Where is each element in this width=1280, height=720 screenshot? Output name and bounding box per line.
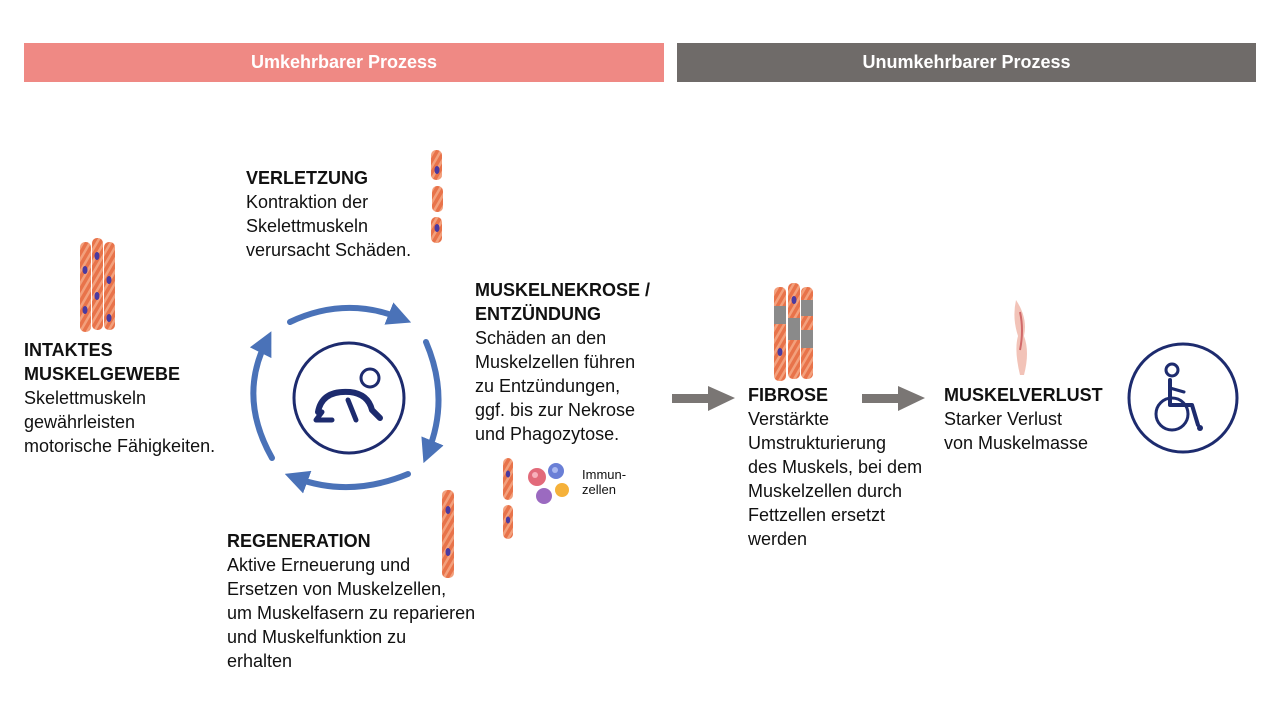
regeneration-body-line-4: und Muskelfunktion zu: [227, 627, 407, 647]
fibrosis-body-line-6: werden: [748, 529, 808, 549]
irreversible-process-banner: Unumkehrbarer Prozess: [677, 43, 1256, 82]
regeneration-cycle-arrows: [249, 302, 444, 494]
wheelchair-user-icon: [1127, 342, 1239, 454]
necrosis-body-line-1: Schäden an den: [475, 328, 607, 348]
muscle-loss-body-line-2: von Muskelmasse: [944, 433, 1089, 453]
fibrosis-body-line-1: Verstärkte: [748, 409, 830, 429]
intact-title-line-2: MUSKELGEWEBE: [24, 364, 181, 384]
necrosis-body-line-5: und Phagozytose.: [475, 424, 620, 444]
fibrosis-body-line-3: des Muskels, bei dem: [748, 457, 923, 477]
intact-body-line-3: motorische Fähigkeiten.: [24, 436, 216, 456]
injury-body-line-2: Skelettmuskeln: [246, 216, 369, 236]
fibrotic-muscle-fiber-icon: [774, 283, 813, 381]
intact-body-line-2: gewährleisten: [24, 412, 136, 432]
muscle-loss-body-line-1: Starker Verlust: [944, 409, 1063, 429]
fibrosis-body-line-2: Umstrukturierung: [748, 433, 887, 453]
regeneration-body-line-3: um Muskelfasern zu reparieren: [227, 603, 476, 623]
atrophied-leg-icon: [1014, 300, 1027, 375]
crawling-baby-icon: [292, 341, 406, 455]
necrosis-text: MUSKELNEKROSE / ENTZÜNDUNG Schäden an de…: [475, 278, 650, 446]
reversible-process-banner: Umkehrbarer Prozess: [24, 43, 664, 82]
fibrosis-title: FIBROSE: [748, 385, 829, 405]
fibrosis-body-line-5: Fettzellen ersetzt: [748, 505, 886, 525]
necrosis-body-line-2: Muskelzellen führen: [475, 352, 636, 372]
intact-title-line-1: INTAKTES: [24, 340, 113, 360]
necrosis-body-line-3: zu Entzündungen,: [475, 376, 621, 396]
regenerating-muscle-fiber-icon: [442, 490, 454, 578]
intact-muscle-text: INTAKTES MUSKELGEWEBE Skelettmuskeln gew…: [24, 338, 215, 458]
regeneration-body-line-5: erhalten: [227, 651, 293, 671]
injury-body-line-1: Kontraktion der: [246, 192, 369, 212]
process-arrow-to-muscle-loss: [862, 386, 925, 411]
immune-cells-icon: [528, 463, 569, 504]
muscle-loss-title: MUSKELVERLUST: [944, 385, 1103, 405]
regeneration-title: REGENERATION: [227, 531, 371, 551]
necrosis-title-line-1: MUSKELNEKROSE /: [475, 280, 651, 300]
intact-body-line-1: Skelettmuskeln: [24, 388, 147, 408]
regeneration-text: REGENERATION Aktive Erneuerung und Erset…: [227, 529, 475, 673]
fibrosis-text: FIBROSE Verstärkte Umstrukturierung des …: [748, 383, 922, 551]
process-arrow-to-fibrosis: [672, 386, 735, 411]
injury-title: VERLETZUNG: [246, 168, 369, 188]
necrosis-body-line-4: ggf. bis zur Nekrose: [475, 400, 636, 420]
necrosis-title-line-2: ENTZÜNDUNG: [475, 304, 601, 324]
immune-cells-label: Immun- zellen: [582, 467, 626, 497]
immune-label-line-2: zellen: [582, 482, 616, 497]
necrotic-muscle-fiber-icon: [503, 458, 513, 539]
intact-muscle-fiber-icon: [80, 238, 115, 332]
injured-muscle-fiber-icon: [431, 150, 443, 243]
regeneration-body-line-2: Ersetzen von Muskelzellen,: [227, 579, 447, 599]
regeneration-body-line-1: Aktive Erneuerung und: [227, 555, 411, 575]
fibrosis-body-line-4: Muskelzellen durch: [748, 481, 903, 501]
muscle-loss-text: MUSKELVERLUST Starker Verlust von Muskel…: [944, 383, 1103, 455]
immune-label-line-1: Immun-: [582, 467, 627, 482]
injury-body-line-3: verursacht Schäden.: [246, 240, 412, 260]
injury-text: VERLETZUNG Kontraktion der Skelettmuskel…: [246, 166, 411, 262]
